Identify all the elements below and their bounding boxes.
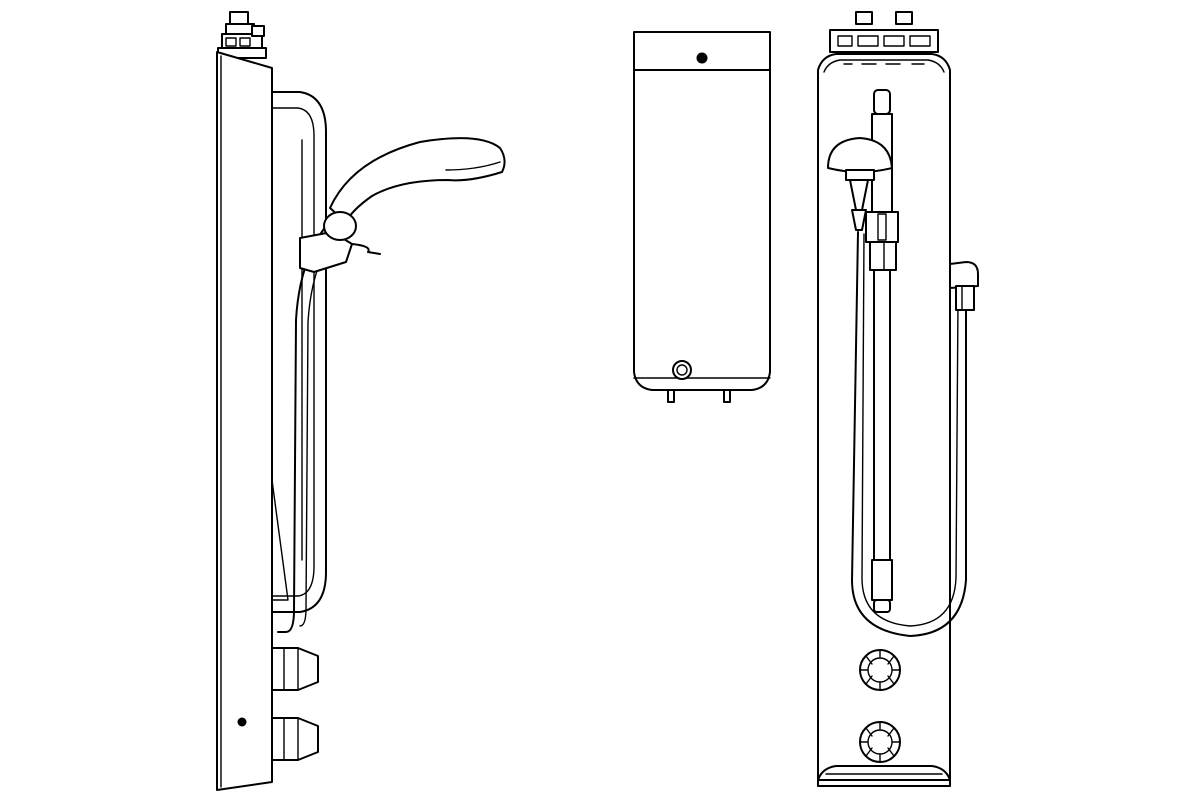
side-blade bbox=[272, 480, 288, 600]
front-shower-hose bbox=[852, 232, 966, 636]
front-view bbox=[818, 12, 978, 786]
side-view bbox=[217, 12, 505, 790]
top-view-cap bbox=[634, 32, 770, 70]
side-holder-clip bbox=[352, 244, 380, 254]
top-view-outlet-icon bbox=[673, 361, 691, 379]
top-view bbox=[634, 32, 770, 402]
front-base bbox=[818, 766, 950, 780]
top-view-feet bbox=[668, 390, 730, 402]
side-hand-shower-icon bbox=[330, 138, 505, 222]
front-knob-lower-icon bbox=[860, 722, 900, 762]
side-panel-body bbox=[217, 52, 272, 790]
front-holder-icon bbox=[866, 212, 898, 270]
front-knob-upper-icon bbox=[860, 650, 900, 690]
top-view-body bbox=[634, 70, 770, 390]
front-shower-head-icon bbox=[828, 138, 892, 230]
side-screw-icon bbox=[238, 718, 246, 726]
top-view-hole-icon bbox=[697, 53, 707, 63]
front-side-outlet-icon bbox=[950, 262, 978, 310]
side-knob-upper-icon bbox=[272, 648, 318, 690]
side-knob-lower-icon bbox=[272, 718, 318, 760]
side-slide-rail bbox=[272, 92, 326, 612]
front-top-connector-icon bbox=[830, 12, 938, 52]
top-connector-icon bbox=[218, 12, 266, 58]
